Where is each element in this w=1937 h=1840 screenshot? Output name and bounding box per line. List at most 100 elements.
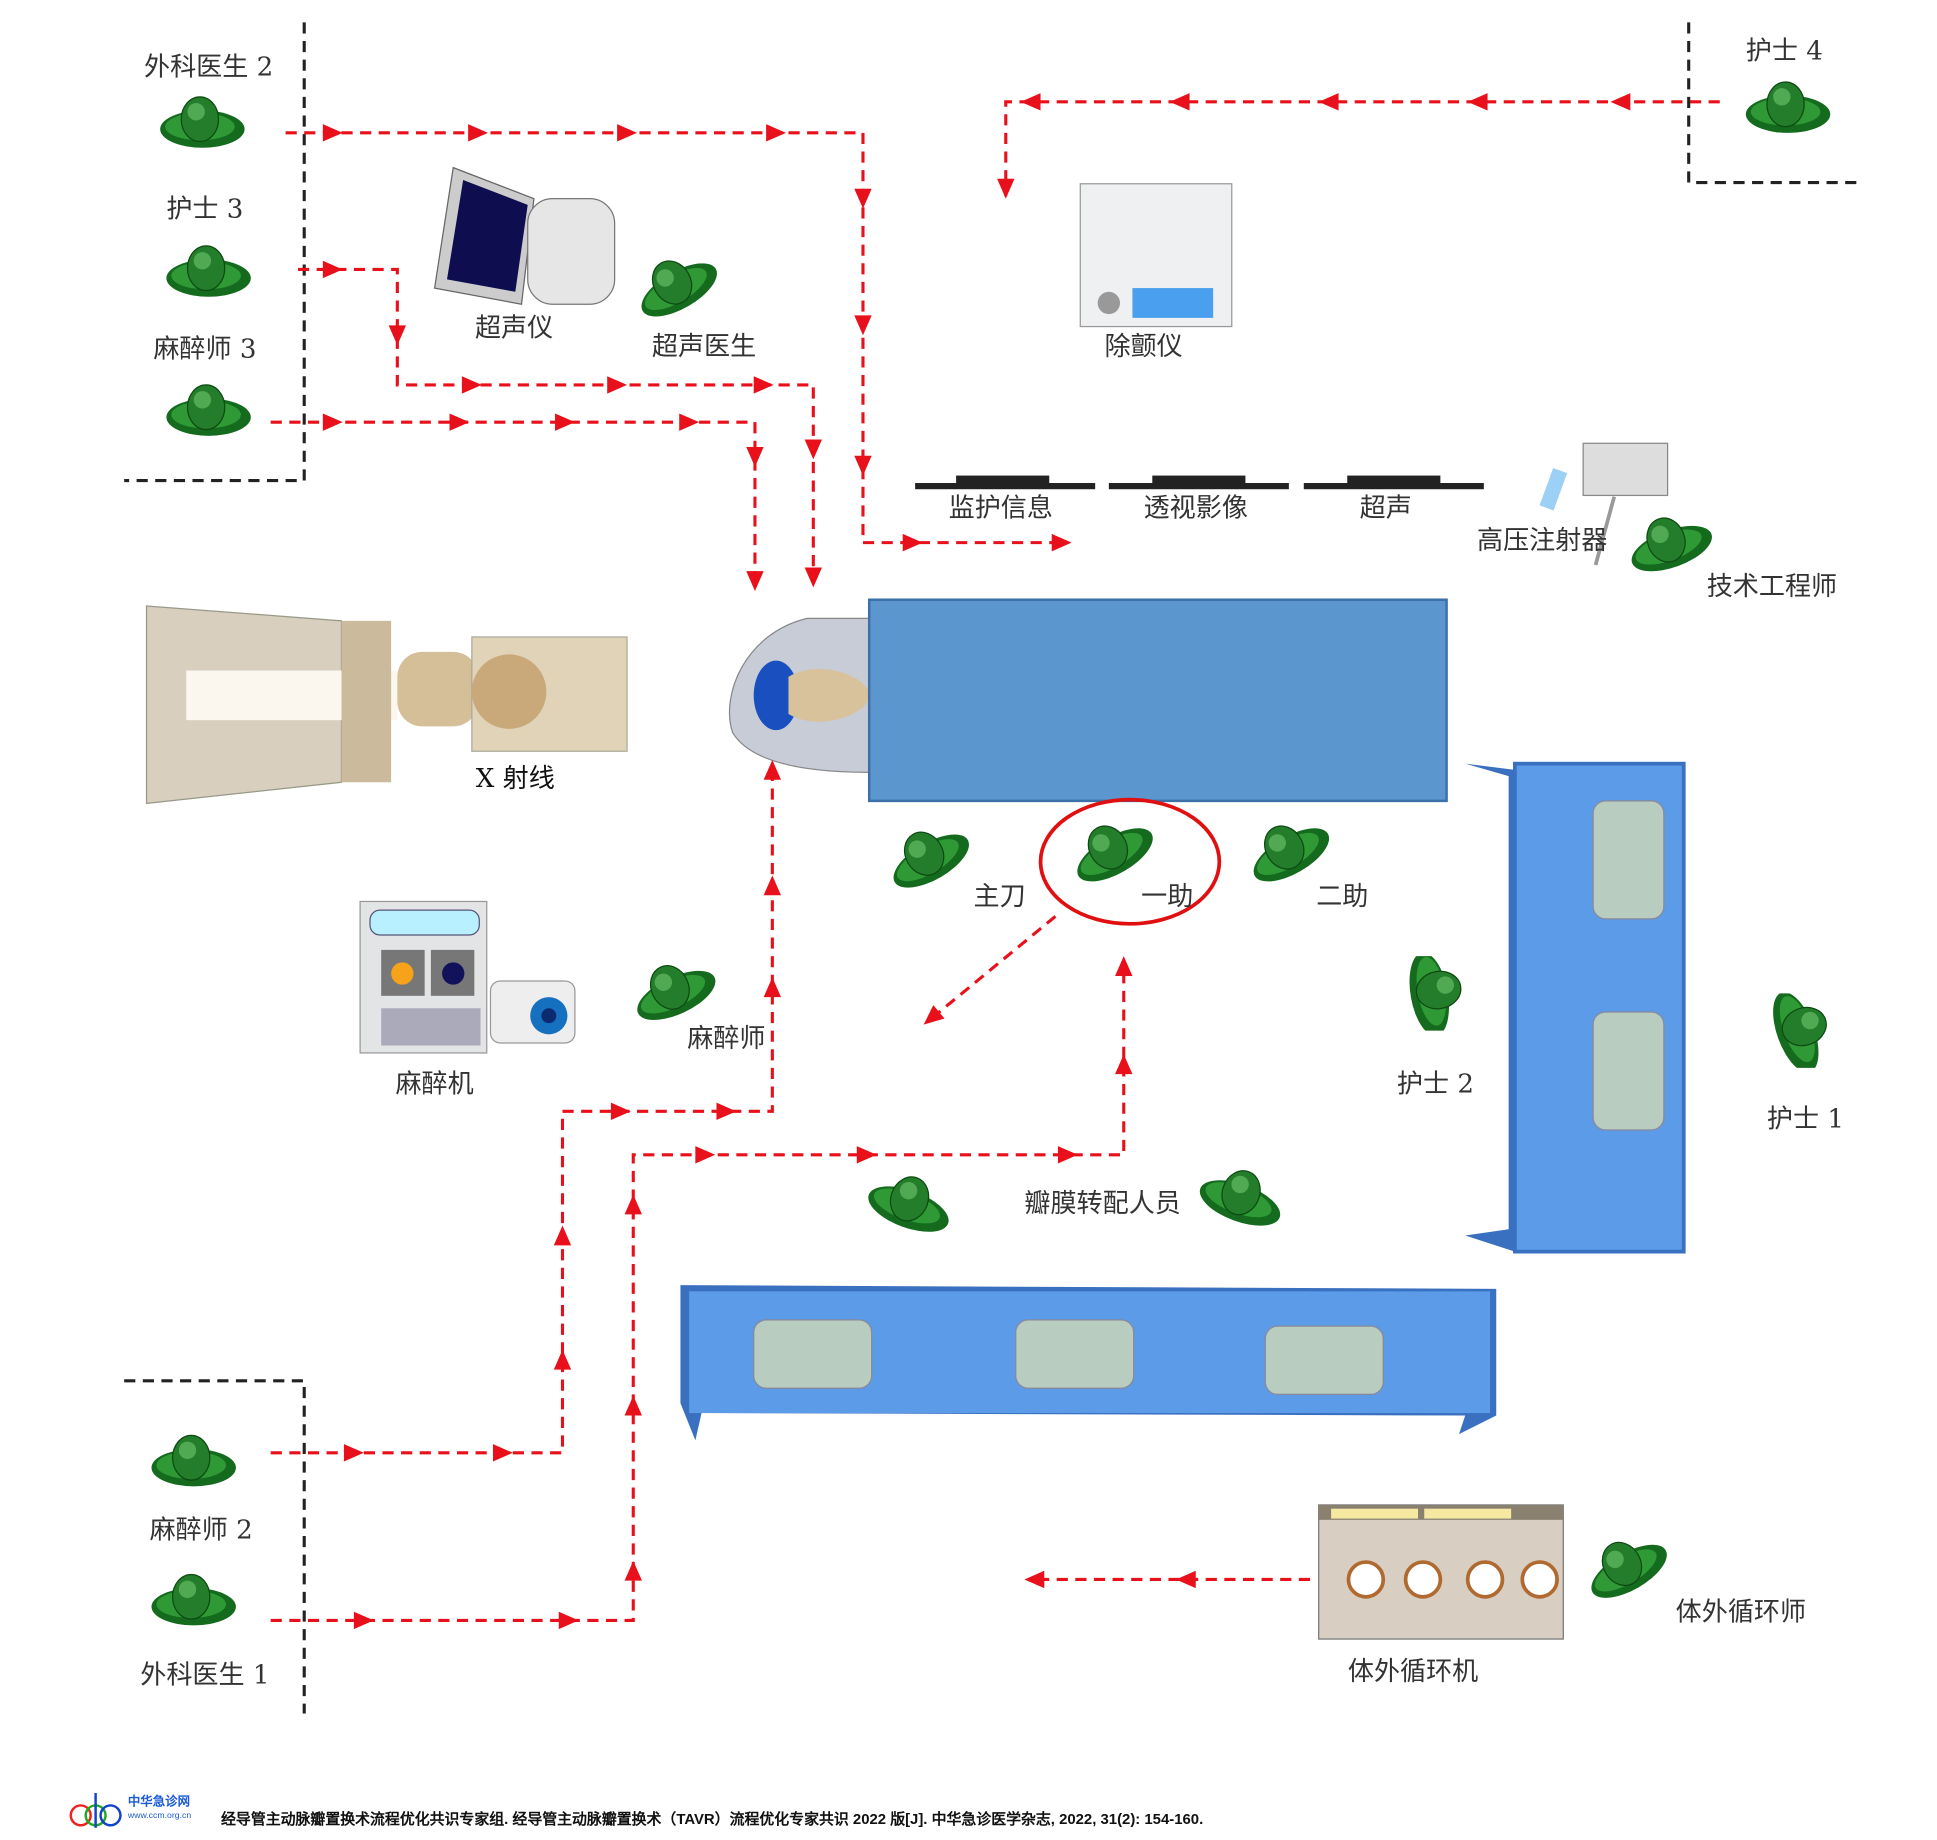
arrowhead-icon [322, 124, 343, 142]
arrowhead-icon [1175, 1570, 1196, 1589]
staff-person-icon [1244, 813, 1333, 888]
bypass-machine-device [1318, 1504, 1564, 1640]
label-monitor-info: 监护信息 [948, 492, 1053, 523]
staff-person-icon [149, 1565, 238, 1640]
logo-title: 中华急诊网 [127, 1795, 190, 1810]
staff-person-icon [164, 375, 253, 450]
staff-person-icon [164, 236, 253, 311]
label-fluoro-image: 透视影像 [1143, 492, 1248, 523]
instrument-table-bottom [680, 1285, 1497, 1441]
arrowhead-icon [553, 1349, 572, 1370]
label-ultrasound-machine: 超声仪 [474, 312, 554, 343]
label-perfusionist: 体外循环师 [1675, 1596, 1807, 1627]
arrowhead-icon [461, 376, 482, 394]
arrowhead-icon [1051, 533, 1072, 552]
flow-path [285, 131, 1068, 545]
arrowhead-icon [763, 759, 782, 780]
label-nurse-4: 护士 4 [1745, 36, 1823, 66]
ultrasound-machine [433, 166, 616, 305]
journal-logo: 中华急诊网 www.ccm.org.cn [68, 1791, 205, 1831]
logo-url: www.ccm.org.cn [127, 1811, 192, 1821]
arrowhead-icon [449, 413, 470, 431]
arrowhead-icon [1057, 1146, 1078, 1164]
staff-person-icon [158, 87, 247, 162]
label-xray: X 射线 [475, 763, 555, 794]
label-nurse-2: 护士 2 [1396, 1069, 1474, 1099]
xray-machine [145, 605, 628, 805]
label-sonographer: 超声医生 [651, 331, 757, 362]
arrowhead-icon [624, 1560, 642, 1581]
arrowhead-icon [1169, 93, 1190, 111]
first-assistant-highlight [1038, 797, 1222, 926]
arrowhead-icon [753, 376, 774, 394]
arrowhead-icon [804, 439, 823, 460]
flow-path [270, 420, 757, 587]
arrowhead-icon [553, 1225, 572, 1246]
arrowhead-icon [679, 413, 700, 431]
label-primary-surgeon: 主刀 [973, 881, 1026, 912]
staff-person-icon [632, 248, 721, 323]
instrument-table-right [1465, 761, 1686, 1254]
label-surgeon-1: 外科医生 1 [140, 1660, 270, 1690]
label-first-assistant: 一助 [1141, 881, 1194, 912]
arrowhead-icon [624, 1395, 642, 1416]
staff-person-icon [149, 1425, 238, 1500]
flow-path [1004, 100, 1720, 197]
defibrillator-device [1079, 183, 1233, 328]
arrowhead-icon [923, 1005, 945, 1025]
staff-person-icon [1197, 1161, 1286, 1236]
arrowhead-icon [322, 413, 343, 431]
arrowhead-icon [1318, 93, 1339, 111]
staff-person-icon [884, 820, 973, 895]
arrowhead-icon [624, 1194, 642, 1215]
label-anesthesiologist: 麻醉师 [687, 1023, 766, 1053]
arrowhead-icon [1020, 93, 1041, 111]
arrowhead-icon [763, 977, 782, 998]
citation: 经导管主动脉瓣置换术流程优化共识专家组. 经导管主动脉瓣置换术（TAVR）流程优… [221, 1810, 1204, 1828]
arrowhead-icon [1024, 1570, 1045, 1589]
staff-person-icon [1068, 813, 1157, 888]
staff-person-icon [1389, 952, 1478, 1036]
label-second-assistant: 二助 [1316, 881, 1369, 912]
label-defibrillator: 除颤仪 [1104, 331, 1183, 362]
arrowhead-icon [804, 567, 823, 588]
arrowhead-icon [746, 571, 764, 592]
staff-person-icon [1756, 992, 1845, 1073]
arrowhead-icon [997, 178, 1015, 199]
label-anesthesiologist-3: 麻醉师 3 [153, 334, 257, 364]
label-injector: 高压注射器 [1477, 525, 1608, 556]
operating-table [728, 598, 1448, 803]
arrowhead-icon [1610, 93, 1631, 111]
label-anesthesia-machine: 麻醉机 [395, 1069, 474, 1099]
arrowhead-icon [763, 875, 782, 896]
arrowhead-icon [766, 124, 786, 142]
arrowhead-icon [388, 325, 407, 346]
anesthesia-machine-device [359, 900, 576, 1054]
arrowhead-icon [854, 188, 872, 209]
arrowhead-icon [854, 315, 872, 336]
arrowhead-icon [695, 1146, 716, 1164]
flow-path [927, 915, 1057, 1022]
staff-person-icon [1743, 72, 1832, 147]
injector-device [1539, 442, 1669, 566]
label-ultrasound-screen: 超声 [1359, 492, 1412, 523]
arrowhead-icon [607, 376, 628, 394]
monitor-bars [915, 475, 1484, 490]
caduceus-logo-icon [69, 1793, 122, 1828]
arrowhead-icon [1115, 956, 1133, 976]
arrowhead-icon [716, 1102, 737, 1121]
arrowhead-icon [468, 124, 488, 142]
label-nurse-3: 护士 3 [166, 193, 244, 224]
arrowhead-icon [902, 533, 923, 552]
label-technician: 技术工程师 [1706, 571, 1838, 601]
arrowhead-icon [558, 1611, 579, 1630]
arrowhead-icon [856, 1146, 877, 1164]
staff-person-icon [865, 1167, 954, 1242]
arrowhead-icon [746, 447, 764, 467]
arrowhead-icon [854, 455, 872, 476]
label-valve-loader: 瓣膜转配人员 [1024, 1188, 1181, 1219]
arrowhead-icon [322, 260, 343, 279]
arrowhead-icon [610, 1102, 631, 1121]
